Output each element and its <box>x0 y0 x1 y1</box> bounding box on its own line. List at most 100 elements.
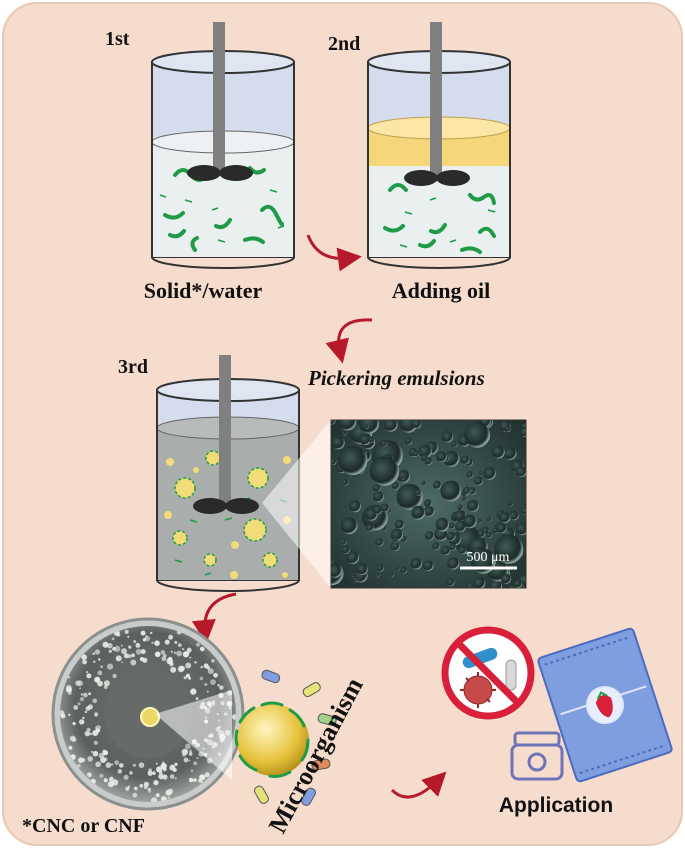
bacterial-colony <box>92 698 98 704</box>
bacterial-colony <box>139 657 144 662</box>
bacterial-colony <box>177 665 185 673</box>
emulsion-bubble <box>372 484 381 492</box>
emulsion-bubble <box>464 421 490 448</box>
emulsion-bubble <box>380 503 390 513</box>
bacterial-colony <box>103 685 108 689</box>
bacterial-colony <box>95 728 101 733</box>
bacterial-colony <box>150 631 153 635</box>
bacterial-colony <box>195 697 199 700</box>
bacterial-colony <box>73 705 79 710</box>
stirrer-rod-1 <box>213 22 225 170</box>
emulsion-bubble <box>466 582 471 587</box>
bacterial-colony <box>84 710 88 714</box>
bacterial-colony <box>196 642 200 647</box>
bacterial-colony <box>109 776 114 782</box>
bacterial-colony <box>169 662 174 667</box>
bacterial-colony <box>97 670 103 676</box>
emulsion-bubble <box>424 506 435 517</box>
scale-bar-label: 500 μm <box>467 550 510 565</box>
emulsion-bubble <box>503 447 517 460</box>
food-package-icon <box>537 627 673 783</box>
emulsion-bubble <box>473 576 486 588</box>
bacterial-colony <box>193 778 197 782</box>
bacterial-colony <box>135 643 141 648</box>
emulsion-bubble <box>421 480 427 486</box>
bacterial-colony <box>103 680 110 687</box>
bacterial-colony <box>102 750 109 756</box>
bacterial-colony <box>67 676 70 679</box>
bacterial-colony <box>185 673 191 678</box>
bacterial-colony <box>129 771 133 775</box>
emulsion-bubble <box>486 531 493 538</box>
bacterial-colony <box>98 658 101 661</box>
bacterial-colony <box>140 630 146 636</box>
bacterial-colony <box>78 757 84 763</box>
emulsion-bubble <box>356 563 368 576</box>
bacterial-colony <box>69 735 76 742</box>
emulsion-bubble <box>504 425 511 433</box>
bacterial-colony <box>133 640 137 644</box>
bacterial-colony <box>176 650 183 657</box>
bacterial-colony <box>210 679 216 685</box>
bacterial-colony <box>130 659 137 666</box>
emulsion-bubble <box>350 572 355 577</box>
bacterial-colony <box>189 749 193 753</box>
beaker-1 <box>151 22 295 269</box>
bacterial-colony <box>148 768 152 772</box>
fibers-1 <box>163 166 284 252</box>
bacterial-colony <box>94 676 101 683</box>
emulsion-bubble <box>400 567 408 574</box>
beaker-3 <box>156 355 300 592</box>
emulsion-bubble <box>331 458 337 466</box>
bacterial-colony <box>154 640 160 646</box>
emulsion-bubble <box>457 504 464 511</box>
micrograph-bubbles <box>331 420 526 588</box>
emulsion-bubble <box>509 584 516 588</box>
bacterial-colony <box>145 635 148 639</box>
bacterial-colony <box>170 650 173 653</box>
bacterial-colony <box>95 761 101 768</box>
bacterial-colony <box>102 641 109 648</box>
emulsion-bubble <box>411 505 426 520</box>
arrow-to-application <box>390 771 447 799</box>
emulsion-bubble <box>341 545 350 554</box>
emulsion-bubble <box>521 422 526 430</box>
emulsion-bubble <box>366 523 374 532</box>
bacterial-colony <box>155 793 160 798</box>
bacterial-colony <box>167 796 170 799</box>
emulsion-bubble <box>458 546 467 555</box>
bacterial-colony <box>119 763 124 768</box>
bacterial-colony <box>199 676 204 681</box>
bacterial-colony <box>174 762 178 766</box>
emulsion-bubble <box>404 437 413 445</box>
impeller-3 <box>193 498 227 514</box>
bacterial-colony <box>79 719 85 725</box>
emulsion-bubble <box>436 451 447 463</box>
emulsion-bubble <box>477 518 482 524</box>
bacterial-colony <box>110 763 114 766</box>
bacterial-colony <box>186 647 192 653</box>
emulsion-bubble <box>395 565 401 571</box>
bacterial-colony <box>188 752 193 756</box>
bacterial-colony <box>170 666 177 673</box>
emulsion-bubble <box>477 529 486 538</box>
bacterial-colony <box>200 646 205 652</box>
emulsion-bubble <box>410 557 423 570</box>
emulsion-bubble <box>440 480 462 502</box>
emulsion-bubble <box>516 466 526 477</box>
step-3-label: Pickering emulsions <box>307 366 485 390</box>
zoom-beam <box>262 420 331 588</box>
bacterial-colony <box>193 761 198 766</box>
bacterial-colony <box>162 774 168 780</box>
bacterial-colony <box>138 762 145 768</box>
bacterial-colony <box>124 629 129 635</box>
bacterial-colony <box>80 693 84 696</box>
bacterial-colony <box>132 792 138 798</box>
bacterial-colony <box>121 661 124 664</box>
bacterial-colony <box>123 774 129 780</box>
emulsion-bubble <box>424 531 435 541</box>
bacterial-colony <box>204 772 210 778</box>
emulsion-bubble <box>413 450 420 457</box>
bacterial-colony <box>194 661 197 664</box>
bacterial-colony <box>182 651 189 658</box>
